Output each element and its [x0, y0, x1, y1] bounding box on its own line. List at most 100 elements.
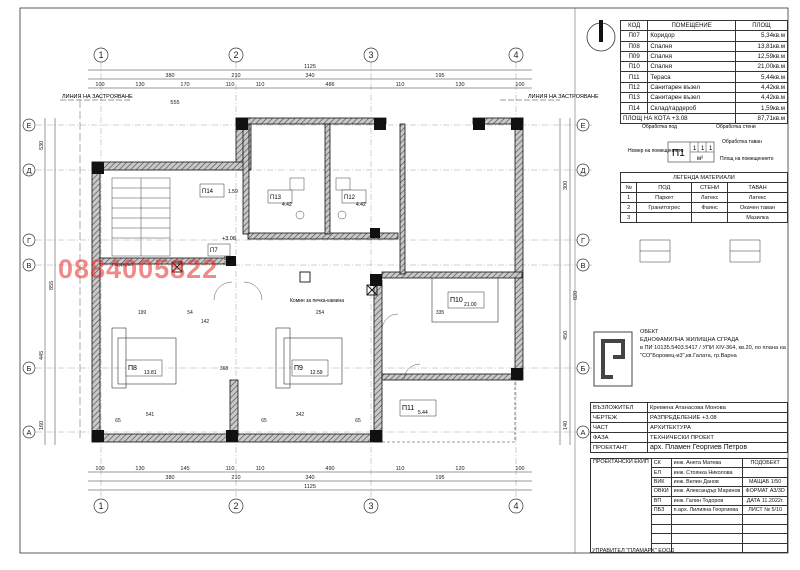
- dim-left-4: 160: [39, 421, 45, 430]
- dim-top2-6: 486: [325, 82, 334, 88]
- team-part: ОВКИ: [650, 486, 672, 497]
- sheet-value: 5/10: [771, 507, 783, 514]
- dim-bottom2-9: 100: [515, 466, 524, 472]
- legend-walls: Обработка стени: [716, 124, 756, 130]
- dim-top-2: 210: [231, 73, 240, 79]
- object-line-1: ЕДНОФАМИЛНА ЖИЛИЩНА СГРАДА: [640, 337, 739, 343]
- dimension-lines: [44, 69, 571, 491]
- room-name: Спалня: [647, 50, 736, 63]
- dim-bottom-2: 210: [231, 475, 240, 481]
- rooms-header-code: КОД: [619, 19, 649, 32]
- rooms-header-name: ПОМЕЩЕНИЕ: [647, 19, 736, 32]
- dim-int-10: 65: [261, 418, 267, 424]
- object-label: ОБЕКТ: [640, 329, 659, 335]
- room-tag-p10: П10: [450, 297, 463, 304]
- team-part: ВИК: [650, 476, 672, 488]
- room-area: 21,00кв.м: [734, 61, 789, 73]
- legend-n1: 1: [693, 146, 697, 152]
- team-member: инж. Анета Матева: [670, 457, 744, 469]
- room-tag-p7: П7: [210, 248, 218, 254]
- legend-unit: м²: [697, 156, 703, 162]
- axis-label-bottom-2: 2: [233, 501, 238, 511]
- dim-int-4: 254: [316, 310, 325, 316]
- rooms-header-area: ПЛОЩ: [734, 19, 789, 32]
- room-area: 5,44кв.м: [734, 71, 789, 83]
- team-member: инж. Велин Данов: [670, 476, 744, 488]
- title-key: ФАЗА: [590, 432, 648, 443]
- room-area-p7: 5.34: [224, 256, 234, 262]
- team-meta: ДАТА 11.2022г.: [742, 495, 788, 506]
- axis-label-top-3: 3: [368, 50, 373, 60]
- axis-label-top-4: 4: [513, 50, 518, 60]
- team-meta: МАЩАБ 1/50: [742, 476, 788, 488]
- material-floor: Паркет: [636, 192, 693, 203]
- room-area: 5,34кв.м: [734, 30, 789, 42]
- columns: [92, 118, 523, 442]
- room-tag-p13: П13: [270, 195, 282, 201]
- team-label: ПРОЕКТАНСКИ ЕКИП: [590, 458, 652, 553]
- team-meta-key: ПОДОБЕКТ: [742, 457, 788, 469]
- dim-overall-bottom: 1125: [304, 484, 316, 490]
- dim-right-3: 820: [573, 291, 579, 300]
- room-area: 13,81кв.м: [734, 40, 789, 52]
- material-no: 3: [619, 212, 638, 223]
- beds: [111, 277, 499, 389]
- room-area: 4,42кв.м: [734, 92, 789, 104]
- title-key: ПРОЕКТАНТ: [590, 442, 648, 453]
- rooms-total-value: 87,71кв.м: [734, 112, 789, 124]
- materials-header-floor: ПОД: [636, 182, 693, 193]
- object-line-2: в ПИ 10135.5403.5417 / УПИ XIV-364, кв.2…: [640, 345, 786, 351]
- legend-room-number: Номер на помещението: [628, 148, 684, 154]
- legend-key: П1 1 1 1 м² Обработка под Обработка стен…: [628, 124, 774, 163]
- room-area-p9: 12.59: [310, 370, 323, 376]
- terrace-outline: [381, 379, 516, 443]
- dim-int-6: 541: [146, 412, 155, 418]
- room-area-p11: 5.44: [418, 410, 428, 416]
- dim-top2-8: 130: [455, 82, 464, 88]
- axis-label-a-right: А: [580, 428, 585, 437]
- door-swings: [213, 281, 421, 381]
- axis-label-top-2: 2: [233, 50, 238, 60]
- dim-left-2: 855: [49, 281, 55, 290]
- build-line-label-left: ЛИНИЯ НА ЗАСТРОЯВАНЕ: [62, 94, 133, 100]
- dim-top-1: 380: [165, 73, 174, 79]
- axis-lines: [36, 62, 592, 500]
- room-area: 1,59кв.м: [734, 102, 789, 114]
- material-walls: Латекс: [691, 192, 729, 203]
- room-tag-p14: П14: [202, 189, 214, 195]
- axis-label-bottom-3: 3: [368, 501, 373, 511]
- room-area-p14: 1.59: [228, 189, 238, 195]
- team-meta-empty: [742, 467, 788, 478]
- room-area-p13: 4.42: [282, 202, 292, 208]
- build-lines: [60, 99, 560, 440]
- materials-header-walls: СТЕНИ: [691, 182, 729, 193]
- material-ceiling: Окачен таван: [727, 202, 788, 213]
- team-part: ПБЗ: [650, 504, 672, 516]
- sheet-label: ЛИСТ №: [748, 507, 770, 514]
- opening-symbols: [639, 239, 761, 263]
- axis-label-v-right: В: [580, 261, 585, 270]
- title-value: АРХИТЕКТУРА: [647, 422, 788, 433]
- team-meta: ЛИСТ № 5/10: [742, 504, 788, 516]
- axis-label-a: А: [26, 428, 31, 437]
- axis-label-g-right: Г: [581, 236, 585, 245]
- axis-bubbles-top: [93, 47, 524, 514]
- material-walls: [691, 212, 729, 223]
- legend-code: П1: [672, 148, 685, 159]
- axis-label-top-1: 1: [98, 50, 103, 60]
- dim-bottom2-3: 145: [180, 466, 189, 472]
- author-label: УПРАВИТЕЛ "ПЛАМАРХ" ЕООД: [592, 548, 675, 554]
- material-no: 2: [619, 202, 638, 213]
- scale-label: МАЩАБ: [749, 478, 770, 485]
- legend-ceiling: Обработка таван: [722, 139, 762, 145]
- format-label: ФОРМАТ: [745, 488, 769, 495]
